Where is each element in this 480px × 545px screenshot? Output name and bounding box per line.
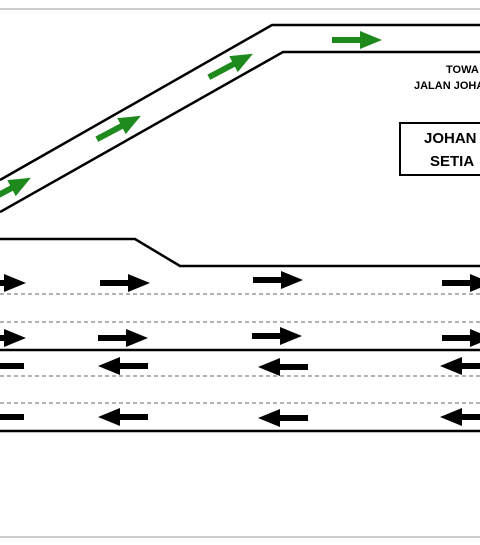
main-carriageway-edges <box>0 237 480 433</box>
destination-sign-box <box>399 122 480 176</box>
ramp-arrow-up-right-icon <box>95 115 141 142</box>
arrow-right-icon <box>98 329 148 347</box>
arrow-left-icon <box>0 414 24 420</box>
arrow-left-icon <box>440 408 480 426</box>
arrow-right-icon <box>253 271 303 289</box>
arrow-left-icon <box>98 357 148 375</box>
direction-label-line1: TOWA <box>446 64 479 76</box>
direction-label-line2: JALAN JOHA <box>414 80 480 92</box>
direction-label: TOWA JALAN JOHA <box>414 64 480 92</box>
ramp-arrow-right-icon <box>332 31 382 49</box>
arrow-right-icon <box>0 274 26 292</box>
ramp-inner-edge <box>0 50 480 214</box>
carriageway-top-edge <box>0 237 480 268</box>
frame-border <box>0 8 480 538</box>
eastbound-arrows <box>0 271 480 347</box>
destination-sign-line1: JOHAN <box>424 130 477 147</box>
lane-dividers <box>0 293 480 404</box>
ramp-outer-edge <box>0 23 480 182</box>
arrow-right-icon <box>252 327 302 345</box>
ramp-arrows <box>0 31 382 204</box>
arrow-right-icon <box>442 274 480 292</box>
arrow-right-icon <box>442 329 480 347</box>
arrow-right-icon <box>0 329 26 347</box>
arrow-left-icon <box>258 409 308 427</box>
ramp-arrow-up-right-icon <box>207 53 253 80</box>
destination-sign: JOHAN SETIA <box>399 122 480 176</box>
slip-road-ramp <box>0 23 480 214</box>
destination-sign-line2: SETIA <box>430 153 474 170</box>
arrow-left-icon <box>440 357 480 375</box>
westbound-arrows <box>0 357 480 427</box>
ramp-arrow-up-right-icon <box>0 177 31 204</box>
arrow-right-icon <box>100 274 150 292</box>
arrow-left-icon <box>98 408 148 426</box>
arrow-left-icon <box>0 363 24 369</box>
arrow-left-icon <box>258 358 308 376</box>
